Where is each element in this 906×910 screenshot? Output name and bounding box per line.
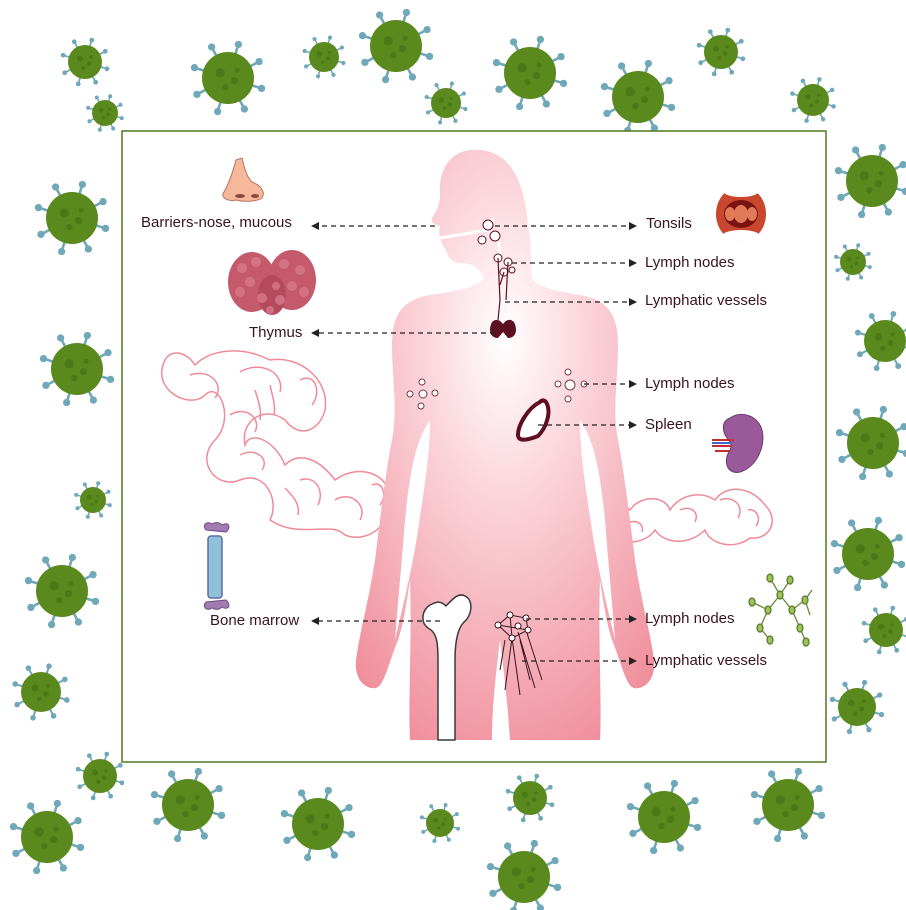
virus-icon xyxy=(834,243,872,281)
virus-icon xyxy=(697,28,746,77)
virus-icon xyxy=(40,332,114,406)
virus-icon xyxy=(627,780,701,854)
virus-icon xyxy=(86,94,124,132)
virus-icon xyxy=(751,768,825,842)
virus-icon xyxy=(420,803,460,843)
virus-icon xyxy=(191,41,265,115)
virus-icon xyxy=(835,144,906,218)
label-lymphatic-vessels-neck: Lymphatic vessels xyxy=(645,292,767,310)
label-lymph-nodes-neck: Lymph nodes xyxy=(645,254,735,272)
virus-icon xyxy=(61,38,110,87)
virus-icon xyxy=(601,60,675,134)
virus-icon xyxy=(12,663,69,720)
virus-icon xyxy=(425,82,468,125)
virus-icon xyxy=(35,181,109,255)
virus-icon xyxy=(831,517,905,591)
virus-icon xyxy=(487,840,561,910)
label-lymph-nodes-groin: Lymph nodes xyxy=(645,610,735,628)
label-lymph-nodes-armpit: Lymph nodes xyxy=(645,375,735,393)
virus-icon xyxy=(281,787,355,861)
label-spleen: Spleen xyxy=(645,416,692,434)
label-thymus: Thymus xyxy=(249,324,302,342)
label-tonsils: Tonsils xyxy=(646,215,692,233)
label-barriers: Barriers-nose, mucous xyxy=(141,214,292,232)
virus-icon xyxy=(493,36,567,110)
virus-icon xyxy=(862,606,906,655)
virus-icon xyxy=(25,554,99,628)
label-lymphatic-vessels-groin: Lymphatic vessels xyxy=(645,652,767,670)
virus-icon xyxy=(855,311,906,371)
virus-icon xyxy=(836,406,906,480)
virus-icon xyxy=(74,481,112,519)
virus-icon xyxy=(790,77,836,123)
virus-icon xyxy=(506,774,555,823)
virus-icon xyxy=(151,768,225,842)
virus-icon xyxy=(359,9,433,83)
virus-icon xyxy=(830,680,884,734)
virus-icon xyxy=(10,800,84,874)
virus-icon xyxy=(76,752,125,801)
mouth-tonsils-icon xyxy=(716,183,766,242)
virus-icon xyxy=(303,36,346,79)
label-bone-marrow: Bone marrow xyxy=(210,612,299,630)
